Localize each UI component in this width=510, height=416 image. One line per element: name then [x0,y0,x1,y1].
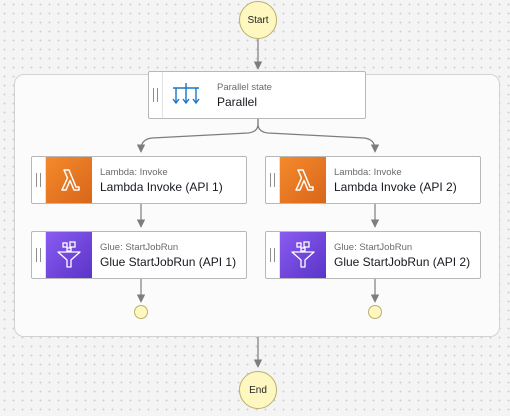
branch-end-dot-2 [368,305,382,319]
state-name-label: Glue StartJobRun (API 1) [100,254,237,269]
start-label: Start [247,14,269,26]
state-name-label: Lambda Invoke (API 1) [100,179,223,194]
drag-handle[interactable] [32,232,46,278]
glue-funnel-icon [280,232,326,278]
state-type-label: Glue: StartJobRun [100,241,179,253]
drag-handle[interactable] [32,157,46,203]
drag-handle[interactable] [266,157,280,203]
lambda-icon [46,157,92,203]
glue-funnel-icon [46,232,92,278]
state-name-label: Parallel [217,94,258,109]
state-name-label: Glue StartJobRun (API 2) [334,254,471,269]
state-name-label: Lambda Invoke (API 2) [334,179,457,194]
glue-labels: Glue: StartJobRun Glue StartJobRun (API … [326,232,470,278]
end-node[interactable]: End [239,371,277,409]
lambda-labels: Lambda: Invoke Lambda Invoke (API 2) [326,157,457,203]
lambda-invoke-state-1[interactable]: Lambda: Invoke Lambda Invoke (API 1) [31,156,247,204]
state-type-label: Parallel state [217,81,272,93]
connector-parallel-branch-2 [257,118,380,153]
start-node[interactable]: Start [239,1,277,39]
state-type-label: Glue: StartJobRun [334,241,413,253]
glue-startjobrun-state-1[interactable]: Glue: StartJobRun Glue StartJobRun (API … [31,231,247,279]
glue-startjobrun-state-2[interactable]: Glue: StartJobRun Glue StartJobRun (API … [265,231,481,279]
parallel-state[interactable]: Parallel state Parallel [148,71,366,119]
end-label: End [249,384,267,396]
drag-handle[interactable] [149,72,163,118]
parallel-labels: Parallel state Parallel [209,72,272,118]
state-type-label: Lambda: Invoke [334,166,402,178]
drag-handle[interactable] [266,232,280,278]
branch-end-dot-1 [134,305,148,319]
lambda-labels: Lambda: Invoke Lambda Invoke (API 1) [92,157,223,203]
state-type-label: Lambda: Invoke [100,166,168,178]
glue-labels: Glue: StartJobRun Glue StartJobRun (API … [92,232,236,278]
lambda-icon [280,157,326,203]
lambda-invoke-state-2[interactable]: Lambda: Invoke Lambda Invoke (API 2) [265,156,481,204]
connector-parallel-branch-1 [136,118,259,153]
parallel-branches-icon [163,72,209,118]
